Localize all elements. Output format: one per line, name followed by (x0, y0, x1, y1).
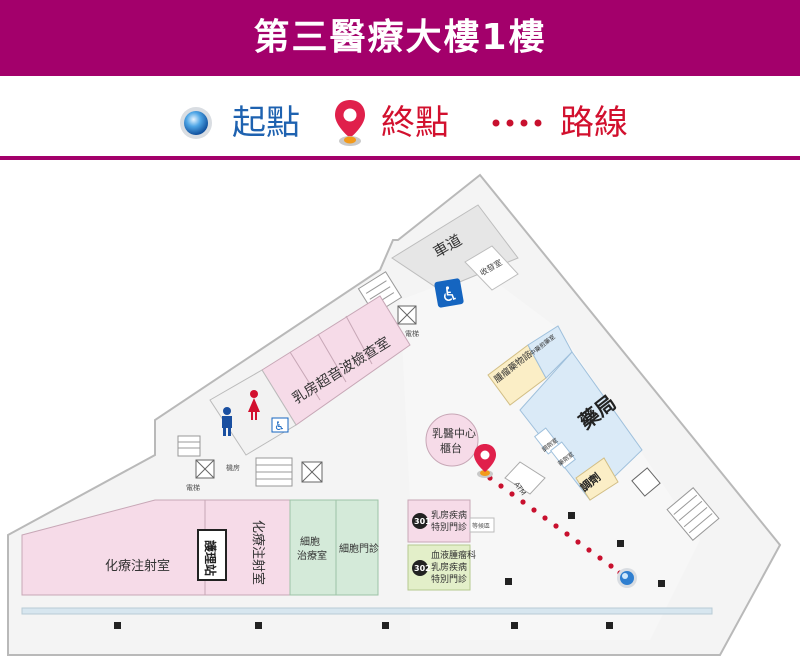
pharmacy-small-room-2 (550, 441, 576, 469)
breast-center-label-1: 乳醫中心 (432, 427, 476, 440)
machine-room-label: 機房 (226, 463, 240, 472)
collection-room (464, 245, 519, 291)
corridor-area (400, 270, 700, 640)
atm (504, 461, 546, 495)
chemo-room-2-label: 化療注射室 (250, 520, 266, 585)
legend-end: 終點 (333, 98, 449, 148)
room-301-label: 301 (414, 517, 431, 526)
female-restroom-icon (248, 390, 260, 420)
end-point-marker (474, 444, 496, 478)
breast-center-counter (425, 413, 479, 467)
clinic-301-line2: 特別門診 (431, 521, 467, 533)
wheelchair-icon: ♿ (441, 282, 459, 306)
page-title: 第三醫療大樓1樓 (253, 17, 547, 58)
start-point-icon (180, 107, 212, 139)
cell-clinic-label: 細胞門診 (339, 542, 379, 555)
accessible-toilet-icon (271, 417, 289, 433)
start-point-marker (617, 568, 637, 588)
legend-route: 路線 (490, 98, 628, 148)
breast-center-label-2: 櫃台 (440, 441, 462, 455)
clinic-301-line1: 乳房疾病 (431, 509, 467, 521)
stairs-right (666, 487, 720, 541)
clinic-302-line2: 乳房疾病 (431, 561, 467, 573)
elevator-label: 電梯 (405, 329, 419, 338)
male-restroom-icon (222, 407, 232, 436)
pharmacy (519, 351, 643, 501)
chemo-room-main-label: 化療注射室 (105, 558, 170, 574)
end-point-pin-icon (335, 100, 365, 146)
room-302-label: 302 (414, 564, 431, 573)
legend-end-label: 終點 (381, 103, 449, 143)
svg-text:♿: ♿ (274, 419, 285, 433)
window-strip (21, 607, 713, 615)
cell-treatment-label-1: 細胞 (300, 535, 320, 548)
pillars (114, 512, 665, 629)
nursing-station-label: 護理站 (203, 540, 218, 576)
elevator-right (631, 467, 661, 497)
header-divider (0, 156, 800, 160)
waiting-area-label: 等候區 (472, 522, 490, 530)
title-bar: 第三醫療大樓1樓 (0, 0, 800, 76)
clinic-302-line3: 特別門診 (431, 573, 467, 585)
cell-treatment-label-2: 治療室 (297, 549, 327, 562)
elevator-left-label: 電梯 (186, 483, 200, 492)
legend-route-label: 路線 (560, 103, 628, 143)
nursing-station (197, 529, 227, 581)
route-dots-icon (492, 119, 542, 127)
stairs-left (177, 435, 201, 457)
cell-clinic-room (335, 499, 379, 596)
cell-treatment-room (289, 499, 337, 596)
clinic-302-line1: 血液腫瘤科 (431, 549, 476, 561)
waiting-area (469, 517, 495, 533)
accessible-restroom-icon (434, 278, 464, 308)
stairs-middle (255, 457, 293, 487)
dispensing-counter (575, 457, 619, 501)
legend-start: 起點 (178, 98, 300, 148)
legend-start-label: 起點 (232, 103, 300, 143)
